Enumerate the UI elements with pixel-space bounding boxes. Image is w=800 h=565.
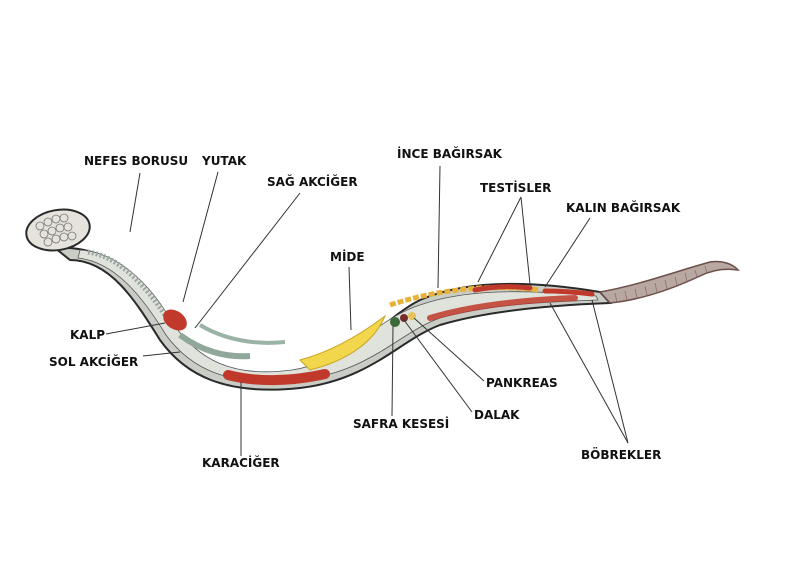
label-ince-bagirsak: İNCE BAĞIRSAK <box>397 146 503 161</box>
right-lung <box>198 323 286 345</box>
leader-ince-bagirsak <box>437 165 441 289</box>
body-inner <box>77 249 599 383</box>
large-intestine <box>542 288 595 297</box>
testes <box>472 284 533 293</box>
label-kalin-bagirsak: KALIN BAĞIRSAK <box>566 200 681 215</box>
leader-kalp <box>105 322 166 335</box>
gallbladder <box>390 317 400 327</box>
tail-scales <box>614 265 708 303</box>
leader-sol-akciger <box>142 351 181 357</box>
label-kalp: KALP <box>70 328 105 342</box>
leader-yutak <box>182 171 219 303</box>
spleen <box>400 314 408 322</box>
label-bobrekler: BÖBREKLER <box>581 447 661 462</box>
leader-bobrekler-2 <box>591 299 629 444</box>
leader-kalin-bagirsak <box>544 217 591 288</box>
kidneys <box>427 295 578 321</box>
organs <box>87 249 595 386</box>
label-yutak: YUTAK <box>201 154 247 168</box>
leader-testisler-1 <box>477 196 522 283</box>
heart <box>163 309 187 331</box>
trachea <box>87 249 168 317</box>
label-mide: MİDE <box>330 249 365 264</box>
label-safra-kesesi: SAFRA KESESİ <box>353 416 449 431</box>
label-testisler: TESTİSLER <box>480 180 551 195</box>
label-karaciger: KARACİĞER <box>202 455 280 470</box>
liver <box>223 369 330 386</box>
leader-mide <box>348 266 352 331</box>
snake-tail <box>598 260 740 304</box>
left-lung <box>178 332 251 360</box>
leader-nefes-borusu <box>129 172 141 233</box>
leader-bobrekler-1 <box>549 302 629 444</box>
leader-safra-kesesi <box>391 325 394 417</box>
label-sag-akciger: SAĞ AKCİĞER <box>267 174 358 189</box>
label-pankreas: PANKREAS <box>486 376 558 390</box>
label-dalak: DALAK <box>474 408 520 422</box>
head-scales <box>35 213 77 247</box>
leader-dalak <box>403 319 473 413</box>
stomach <box>299 314 387 371</box>
leader-testisler-2 <box>520 196 531 285</box>
label-nefes-borusu: NEFES BORUSU <box>84 154 188 168</box>
labels: NEFES BORUSU YUTAK SAĞ AKCİĞER İNCE BAĞI… <box>49 146 681 470</box>
leader-lines <box>105 165 629 456</box>
label-sol-akciger: SOL AKCİĞER <box>49 354 138 369</box>
snake-head <box>25 208 91 252</box>
leader-pankreas <box>413 317 485 382</box>
leader-sag-akciger <box>194 192 301 329</box>
